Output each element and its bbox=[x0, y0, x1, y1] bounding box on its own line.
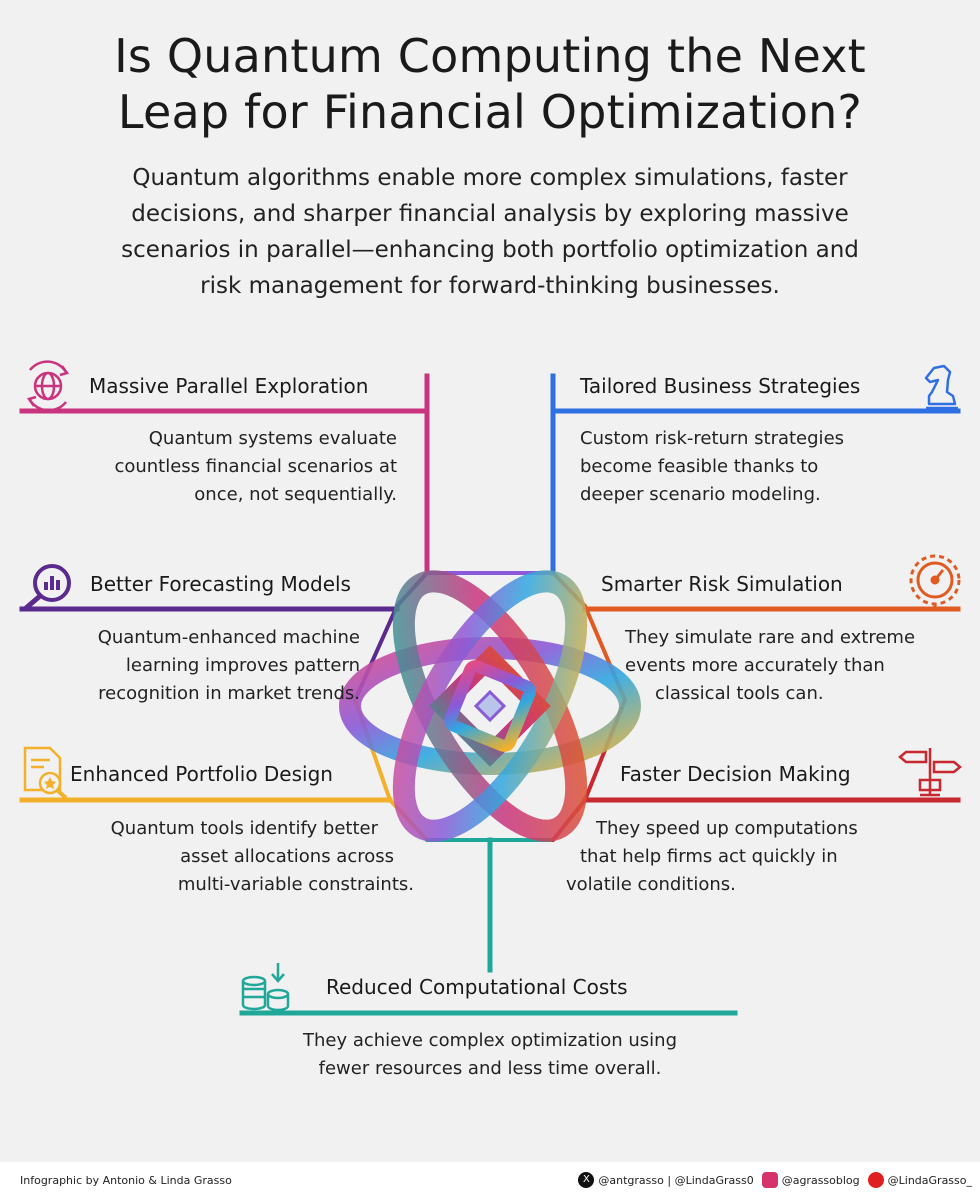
item-body-enhanced-portfolio: Quantum tools identify better asset allo… bbox=[40, 815, 414, 899]
instagram-icon bbox=[761, 1172, 778, 1188]
item-title-faster-decision: Faster Decision Making bbox=[620, 762, 851, 786]
body-line: fewer resources and less time overall. bbox=[318, 1058, 662, 1079]
gauge-icon bbox=[909, 554, 961, 609]
atom-icon bbox=[339, 570, 641, 842]
item-title-better-forecasting: Better Forecasting Models bbox=[90, 572, 351, 596]
body-line: Quantum tools identify better bbox=[110, 818, 378, 839]
youtube-link[interactable]: @LindaGrasso_ bbox=[887, 1173, 972, 1187]
footer: Infographic by Antonio & Linda Grasso X … bbox=[0, 1162, 980, 1200]
item-title-massive-parallel: Massive Parallel Exploration bbox=[89, 374, 369, 398]
body-line: deeper scenario modeling. bbox=[580, 484, 821, 505]
instagram-link[interactable]: @agrassoblog bbox=[781, 1173, 860, 1187]
body-line: Custom risk-return strategies bbox=[580, 428, 845, 449]
coins-down-icon bbox=[241, 963, 290, 1012]
item-title-smarter-risk: Smarter Risk Simulation bbox=[601, 572, 843, 596]
item-body-tailored-business: Custom risk-return strategies become fea… bbox=[580, 425, 844, 509]
body-line: They achieve complex optimization using bbox=[302, 1030, 678, 1051]
item-title-enhanced-portfolio: Enhanced Portfolio Design bbox=[70, 762, 333, 786]
page-subtitle: Quantum algorithms enable more complex s… bbox=[40, 160, 940, 304]
x-handles-link[interactable]: @antgrasso | @LindaGrass0 bbox=[598, 1173, 754, 1187]
magnifier-chart-icon bbox=[23, 564, 71, 611]
body-line: countless financial scenarios at bbox=[114, 456, 397, 477]
subtitle-line-4: risk management for forward-thinking bus… bbox=[200, 273, 780, 299]
item-title-reduced-costs: Reduced Computational Costs bbox=[326, 975, 628, 999]
title-line-1: Is Quantum Computing the Next bbox=[114, 29, 866, 83]
body-line: once, not sequentially. bbox=[194, 484, 397, 505]
body-line: They speed up computations bbox=[596, 818, 858, 839]
youtube-icon bbox=[867, 1172, 884, 1188]
title-line-2: Leap for Financial Optimization? bbox=[117, 85, 863, 139]
item-body-better-forecasting: Quantum-enhanced machine learning improv… bbox=[20, 624, 360, 708]
body-line: classical tools can. bbox=[655, 683, 824, 704]
body-line: learning improves pattern bbox=[125, 655, 360, 676]
connector-diagram bbox=[19, 360, 962, 1016]
item-body-reduced-costs: They achieve complex optimization using … bbox=[240, 1027, 740, 1083]
social-links: X @antgrasso | @LindaGrass0 @agrassoblog… bbox=[578, 1172, 972, 1188]
body-line: that help firms act quickly in bbox=[580, 846, 838, 867]
body-line: asset allocations across bbox=[180, 846, 394, 867]
signpost-icon bbox=[898, 748, 962, 797]
x-logo-icon: X bbox=[578, 1172, 595, 1188]
footer-credit: Infographic by Antonio & Linda Grasso bbox=[20, 1174, 232, 1187]
item-body-smarter-risk: They simulate rare and extreme events mo… bbox=[625, 624, 915, 708]
subtitle-line-1: Quantum algorithms enable more complex s… bbox=[132, 165, 848, 191]
body-line: volatile conditions. bbox=[566, 874, 736, 895]
item-body-massive-parallel: Quantum systems evaluate countless finan… bbox=[40, 425, 397, 509]
body-line: They simulate rare and extreme bbox=[625, 627, 916, 648]
chess-knight-icon bbox=[924, 364, 958, 410]
document-star-icon bbox=[23, 746, 68, 800]
item-body-faster-decision: They speed up computations that help fir… bbox=[566, 815, 858, 899]
page-title: Is Quantum Computing the Next Leap for F… bbox=[0, 28, 980, 140]
body-line: recognition in market trends. bbox=[98, 683, 360, 704]
body-line: Quantum systems evaluate bbox=[148, 428, 397, 449]
subtitle-line-3: scenarios in parallel—enhancing both por… bbox=[121, 237, 859, 263]
body-line: multi-variable constraints. bbox=[177, 874, 414, 895]
globe-arrows-icon bbox=[26, 360, 70, 412]
body-line: become feasible thanks to bbox=[580, 456, 819, 477]
subtitle-line-2: decisions, and sharper financial analysi… bbox=[131, 201, 849, 227]
body-line: Quantum-enhanced machine bbox=[97, 627, 360, 648]
body-line: events more accurately than bbox=[625, 655, 885, 676]
item-title-tailored-business: Tailored Business Strategies bbox=[580, 374, 861, 398]
